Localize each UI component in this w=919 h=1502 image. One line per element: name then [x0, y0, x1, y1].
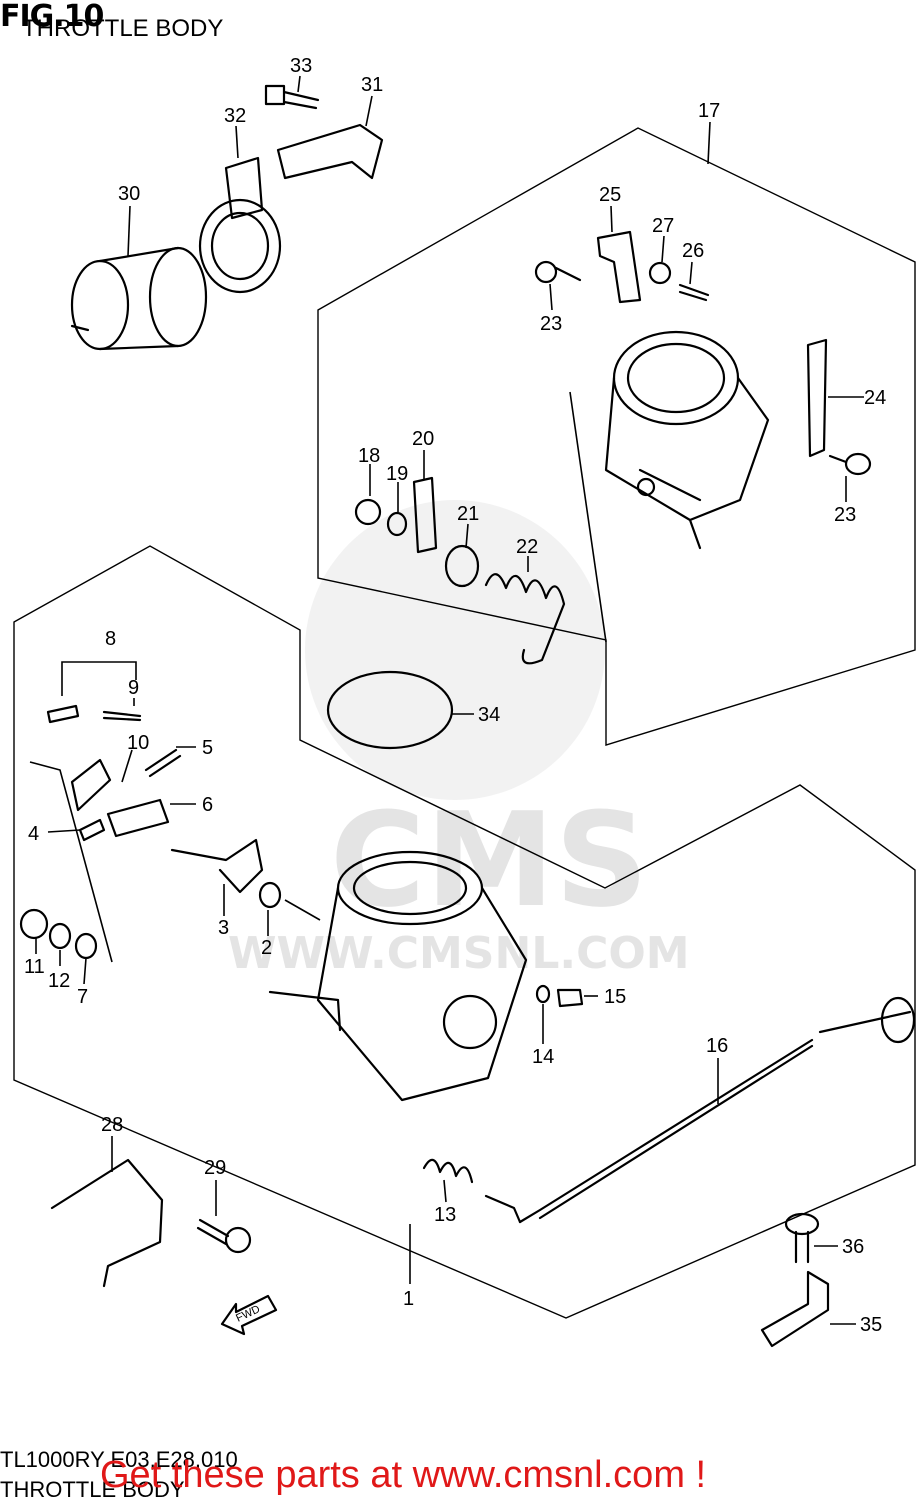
- cap-part-15: [556, 988, 584, 1008]
- nut-part-27: [648, 261, 672, 285]
- bolt-part-33: [264, 84, 320, 110]
- callout-7: 7: [77, 986, 88, 1008]
- washer-part-2: [258, 881, 282, 909]
- clamp-part-32: [198, 156, 282, 294]
- callout-9: 9: [128, 677, 139, 699]
- nut-part-18: [354, 498, 382, 526]
- throttle-body-upper: [604, 330, 770, 550]
- sensor-part-30: [70, 246, 208, 351]
- callout-16: 16: [706, 1035, 728, 1057]
- callout-23b: 23: [834, 504, 856, 526]
- figure-subtitle: THROTTLE BODY: [22, 15, 224, 42]
- model-code: TL1000RY E03,E28,010: [0, 1447, 238, 1472]
- leader-lines: [29, 75, 864, 1325]
- oring-part-14: [535, 984, 551, 1004]
- callout-24: 24: [864, 387, 886, 409]
- spring-part-4: [78, 818, 106, 842]
- callout-3: 3: [218, 917, 229, 939]
- callout-26: 26: [682, 240, 704, 262]
- bracket-part-25: [596, 230, 642, 304]
- callout-34: 34: [478, 704, 500, 726]
- footer-section: THROTTLE BODY: [0, 1477, 185, 1502]
- arm-part-3: [170, 838, 264, 894]
- callout-36: 36: [842, 1236, 864, 1258]
- callout-labels: 1 2 3 4 5 6 7 8 9 10 11 12 13 14 15 16 1…: [24, 55, 886, 1336]
- gasket-part-34: [326, 670, 454, 750]
- collar-part-21: [444, 544, 480, 588]
- watermark-brand: CMS: [330, 784, 648, 936]
- screw-part-26: [678, 283, 710, 302]
- callout-18: 18: [358, 445, 380, 467]
- callout-23a: 23: [540, 313, 562, 335]
- washer-part-7: [74, 932, 98, 960]
- callout-8: 8: [105, 628, 116, 650]
- callout-2: 2: [261, 937, 272, 959]
- callout-12: 12: [48, 970, 70, 992]
- callout-29: 29: [204, 1157, 226, 1179]
- fwd-label: FWD: [234, 1303, 262, 1324]
- callout-19: 19: [386, 463, 408, 485]
- callout-14: 14: [532, 1046, 554, 1068]
- callout-22: 22: [516, 536, 538, 558]
- callout-32: 32: [224, 105, 246, 127]
- callout-1: 1: [403, 1288, 414, 1310]
- adjuster-nut-16: [880, 996, 916, 1044]
- nut-part-11: [19, 908, 49, 940]
- callout-25: 25: [599, 184, 621, 206]
- lever-part-10: [70, 758, 112, 812]
- callout-15: 15: [604, 986, 626, 1008]
- washer-part-19: [386, 511, 408, 537]
- bracket-part-31: [276, 123, 384, 180]
- callout-28: 28: [101, 1114, 123, 1136]
- callout-11: 11: [24, 956, 45, 978]
- callout-33: 33: [290, 55, 312, 77]
- screw-part-9: [102, 710, 142, 722]
- callout-30: 30: [118, 183, 140, 205]
- callout-6: 6: [202, 794, 213, 816]
- kit-outline-17: [317, 127, 916, 746]
- sensor-part-28: [50, 1158, 164, 1288]
- callout-27: 27: [652, 215, 674, 237]
- callout-35: 35: [860, 1314, 882, 1336]
- callout-20: 20: [412, 428, 434, 450]
- fwd-arrow-icon: FWD: [220, 1294, 278, 1336]
- callout-10: 10: [127, 732, 149, 754]
- callout-13: 13: [434, 1204, 456, 1226]
- screw-part-23: [534, 260, 872, 476]
- assembly-outline-1: [13, 545, 916, 1319]
- callout-5: 5: [202, 737, 213, 759]
- cable-end-16: [484, 1194, 522, 1224]
- spring-part-13: [422, 1158, 474, 1184]
- cable-part-16: [518, 1010, 912, 1224]
- screw-part-5: [144, 748, 182, 778]
- screw-part-29: [196, 1218, 252, 1254]
- figure-number: FIG.10: [0, 0, 104, 34]
- callout-21: 21: [457, 503, 479, 525]
- bracket-part-35: [760, 1270, 830, 1348]
- callout-17: 17: [698, 100, 720, 122]
- callout-31: 31: [361, 74, 383, 96]
- link-part-24: [806, 338, 828, 458]
- bracket-part-6: [106, 798, 170, 838]
- watermark-url: WWW.CMSNL.COM: [228, 928, 690, 979]
- throttle-body-lower: [268, 850, 528, 1102]
- cta-link[interactable]: Get these parts at www.cmsnl.com !: [100, 1454, 707, 1496]
- washer-part-12: [48, 922, 72, 950]
- spring-part-8: [46, 704, 80, 724]
- callout-4: 4: [28, 823, 39, 845]
- lever-part-20: [412, 476, 438, 554]
- spring-part-22: [484, 573, 566, 665]
- screw-part-36: [784, 1212, 820, 1264]
